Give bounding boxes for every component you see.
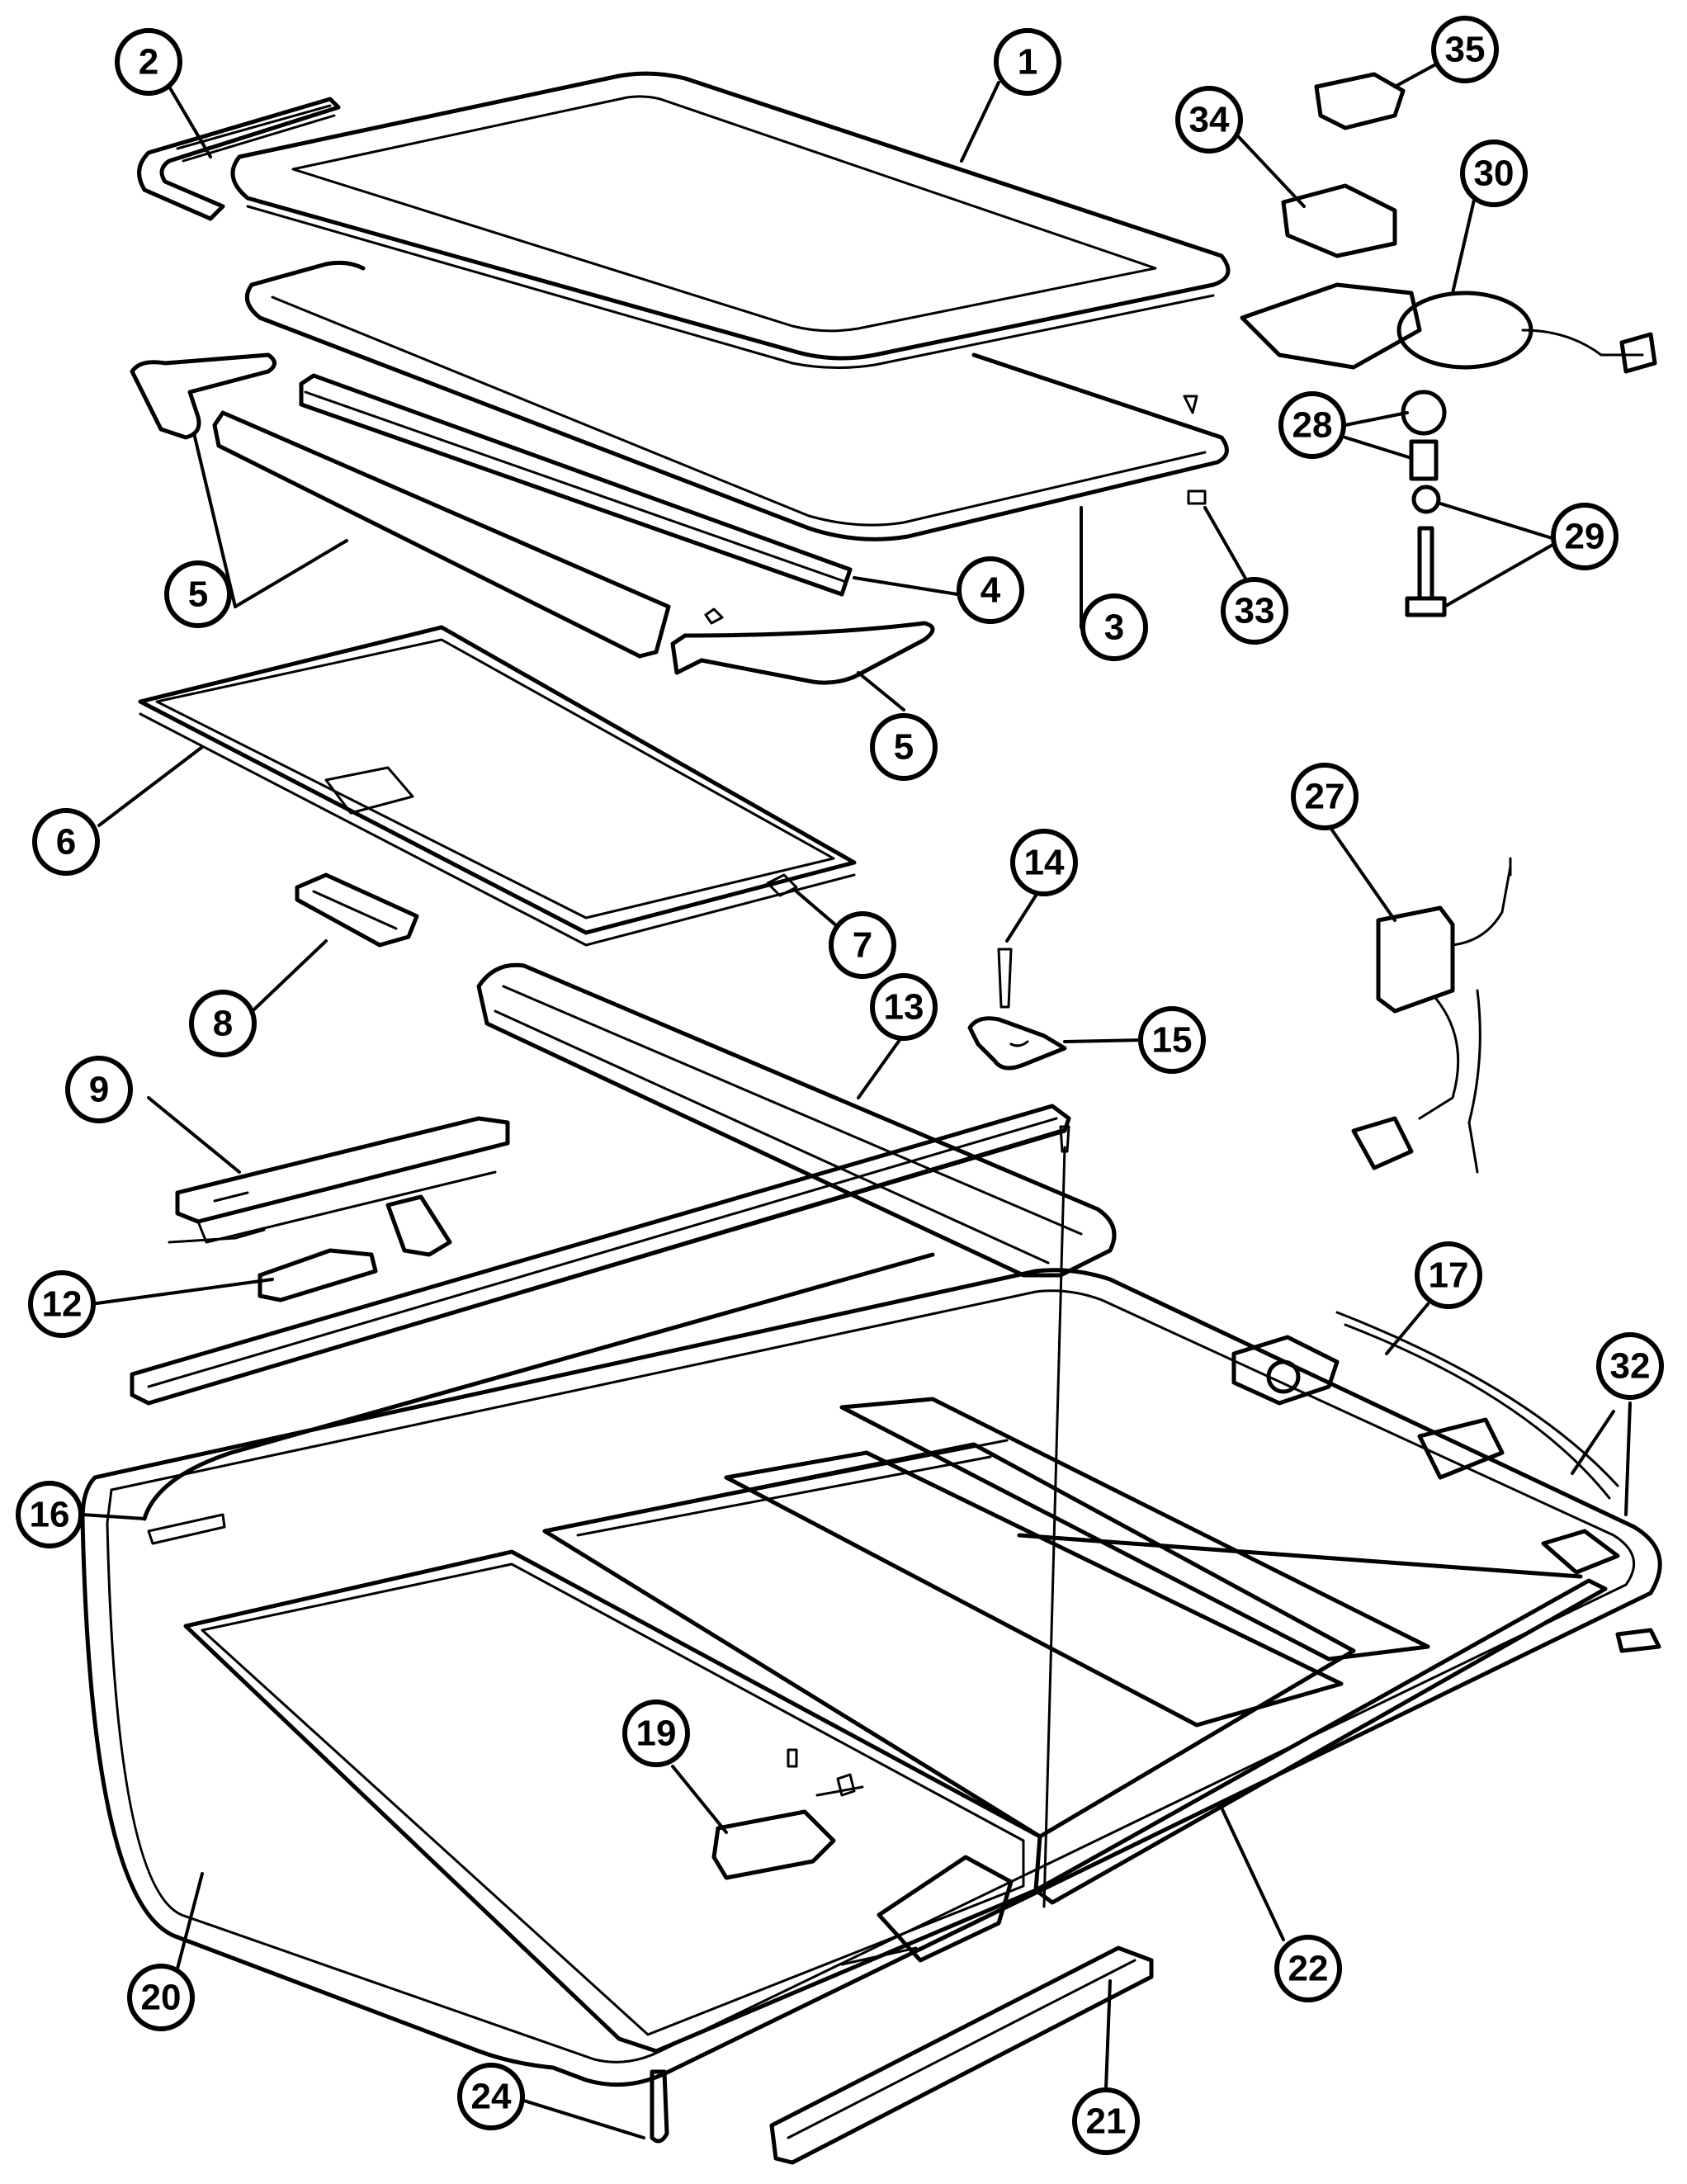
callout-1-label: 1 bbox=[1018, 42, 1037, 83]
callout-15-label: 15 bbox=[1152, 1020, 1193, 1061]
callout-29: 29 bbox=[1551, 503, 1618, 570]
callout-9: 9 bbox=[65, 1056, 133, 1123]
callout-20: 20 bbox=[127, 1964, 195, 2031]
callout-8: 8 bbox=[189, 990, 257, 1057]
callout-2: 2 bbox=[115, 28, 182, 96]
callout-2-label: 2 bbox=[139, 42, 158, 83]
part-front-crossmember bbox=[476, 962, 1117, 1278]
callout-3: 3 bbox=[1080, 593, 1148, 661]
callout-32-label: 32 bbox=[1610, 1346, 1651, 1387]
part-glass-panel bbox=[230, 71, 1231, 370]
callout-5b-label: 5 bbox=[894, 727, 914, 768]
part-latch bbox=[711, 1748, 864, 1880]
callout-19: 19 bbox=[622, 1699, 690, 1767]
callout-30-label: 30 bbox=[1474, 154, 1515, 194]
callout-7-label: 7 bbox=[853, 925, 872, 966]
callout-21-label: 21 bbox=[1086, 2101, 1127, 2142]
part-alignment-line bbox=[1042, 1125, 1070, 1908]
callout-24-label: 24 bbox=[471, 2077, 512, 2117]
part-bracket-and-screw bbox=[967, 948, 1067, 1071]
callout-30: 30 bbox=[1460, 139, 1528, 207]
callout-3-label: 3 bbox=[1104, 607, 1124, 648]
callout-14: 14 bbox=[1010, 829, 1078, 896]
callout-34-label: 34 bbox=[1189, 100, 1230, 140]
part-drive-cable bbox=[142, 1252, 935, 1545]
part-drain-tubes bbox=[1335, 1311, 1661, 1653]
part-clip bbox=[766, 873, 798, 897]
callout-5a: 5 bbox=[164, 560, 232, 628]
callout-17: 17 bbox=[1415, 1241, 1482, 1309]
callout-17-label: 17 bbox=[1429, 1255, 1469, 1296]
callout-29-label: 29 bbox=[1565, 517, 1605, 557]
callout-12-label: 12 bbox=[42, 1284, 83, 1325]
callout-7: 7 bbox=[829, 911, 896, 979]
callout-15: 15 bbox=[1138, 1006, 1206, 1074]
part-lift-mechanism bbox=[168, 1194, 452, 1302]
part-rear-trim bbox=[769, 1945, 1154, 2165]
part-drain-spout bbox=[650, 2069, 669, 2144]
callout-16-label: 16 bbox=[30, 1495, 70, 1535]
callout-13-label: 13 bbox=[884, 987, 924, 1028]
callout-21: 21 bbox=[1072, 2087, 1140, 2155]
callout-19-label: 19 bbox=[636, 1714, 677, 1754]
callout-22: 22 bbox=[1274, 1935, 1342, 2002]
callout-4-label: 4 bbox=[981, 570, 1001, 611]
callout-33: 33 bbox=[1221, 577, 1288, 645]
callout-6: 6 bbox=[32, 808, 100, 876]
callout-5b: 5 bbox=[870, 713, 938, 781]
callout-27-label: 27 bbox=[1305, 777, 1345, 817]
callout-28: 28 bbox=[1278, 391, 1346, 459]
callout-27: 27 bbox=[1291, 763, 1359, 830]
part-rail-bracket bbox=[175, 1116, 510, 1244]
callout-22-label: 22 bbox=[1288, 1949, 1329, 1989]
callout-34: 34 bbox=[1175, 86, 1243, 154]
part-lower-mechanism bbox=[840, 1855, 1014, 1966]
callout-24: 24 bbox=[457, 2063, 525, 2130]
callout-5a-label: 5 bbox=[188, 574, 208, 615]
callout-35: 35 bbox=[1431, 16, 1499, 83]
callout-12: 12 bbox=[28, 1270, 96, 1338]
callout-4: 4 bbox=[957, 556, 1024, 624]
callout-8-label: 8 bbox=[213, 1004, 233, 1044]
callout-32: 32 bbox=[1596, 1332, 1664, 1400]
callout-16: 16 bbox=[16, 1481, 83, 1548]
callout-35-label: 35 bbox=[1445, 30, 1486, 70]
callout-20-label: 20 bbox=[141, 1978, 182, 2018]
part-hinge-assembly bbox=[1231, 1335, 1340, 1406]
part-handle bbox=[295, 872, 419, 948]
callout-33-label: 33 bbox=[1235, 591, 1275, 631]
part-sunshade bbox=[138, 625, 857, 947]
part-frame-gasket bbox=[244, 260, 1229, 541]
callout-28-label: 28 bbox=[1292, 405, 1333, 446]
callout-9-label: 9 bbox=[89, 1070, 109, 1110]
leader-lines bbox=[81, 60, 1632, 2139]
part-deflector-front bbox=[299, 373, 853, 597]
part-side-rail bbox=[130, 1104, 1071, 1406]
part-housing-frame bbox=[80, 1268, 1662, 2087]
part-control-module bbox=[1351, 857, 1512, 1174]
callout-1: 1 bbox=[994, 28, 1061, 96]
callout-6-label: 6 bbox=[56, 822, 76, 863]
callout-13: 13 bbox=[870, 973, 938, 1041]
callout-14-label: 14 bbox=[1024, 843, 1065, 883]
